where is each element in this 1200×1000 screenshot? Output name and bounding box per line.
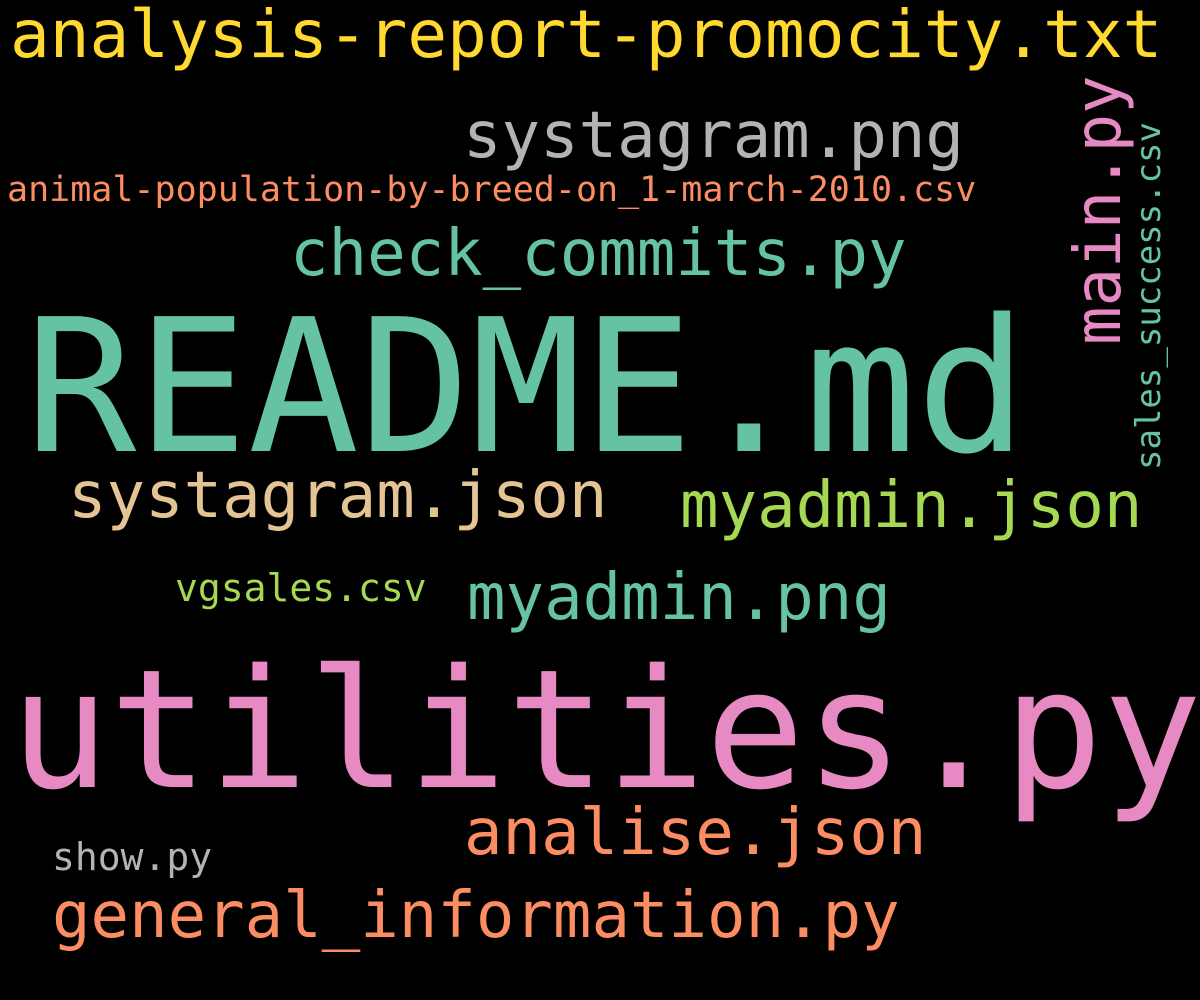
word-vgsales: vgsales.csv xyxy=(175,566,427,610)
word-sales-success: sales_success.csv xyxy=(1129,122,1169,470)
word-systagram-png: systagram.png xyxy=(463,99,964,173)
word-myadmin-png: myadmin.png xyxy=(467,561,891,635)
word-analise-json: analise.json xyxy=(464,796,927,870)
word-systagram-json: systagram.json xyxy=(68,459,608,533)
word-show-py: show.py xyxy=(52,835,213,879)
word-main-py: main.py xyxy=(1062,75,1136,345)
word-analysis-report: analysis-report-promocity.txt xyxy=(10,0,1163,73)
word-myadmin-json: myadmin.json xyxy=(680,469,1143,543)
word-utilities: utilities.py xyxy=(10,634,1200,826)
word-check-commits: check_commits.py xyxy=(290,217,907,291)
word-animal-population: animal-population-by-breed-on_1-march-20… xyxy=(7,170,977,210)
word-readme: README.md xyxy=(25,279,1028,495)
word-general-information: general_information.py xyxy=(52,879,900,953)
